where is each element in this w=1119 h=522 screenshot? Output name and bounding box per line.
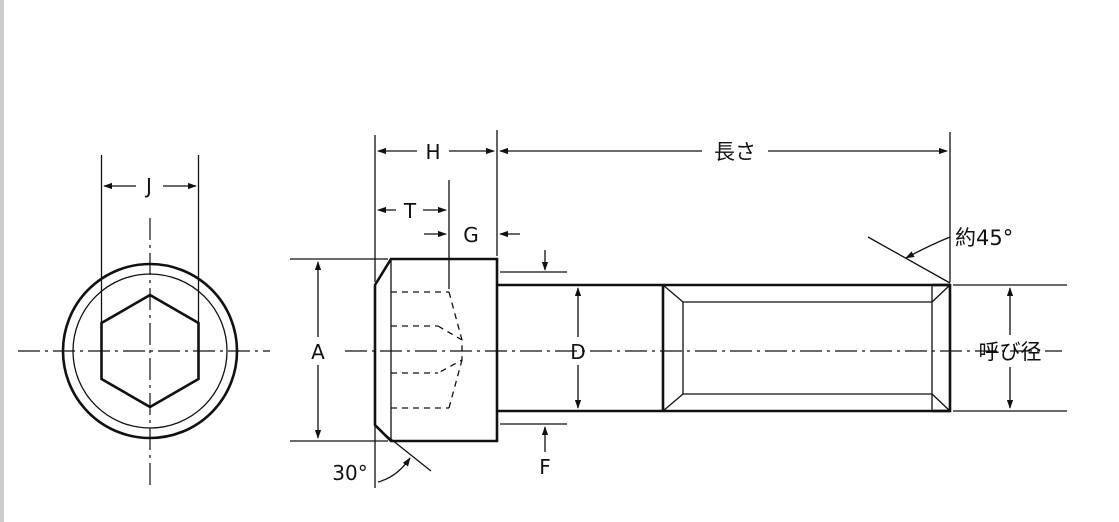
label-f: F <box>539 455 551 479</box>
label-head-angle: 30° <box>332 461 367 485</box>
label-length: 長さ <box>714 140 756 164</box>
chamfer-angle-leader <box>867 236 951 284</box>
chamfer-angle-arc <box>905 236 951 259</box>
screw-head <box>373 257 499 443</box>
screw-end <box>932 283 952 413</box>
label-h: H <box>425 140 440 164</box>
label-nominal-diameter: 呼び径 <box>979 340 1042 364</box>
thread-root-bottom <box>662 393 932 412</box>
label-t: T <box>403 199 417 223</box>
label-chamfer-angle: 約45° <box>955 226 1013 250</box>
socket-hidden-tip <box>448 291 463 409</box>
label-a: A <box>311 340 325 364</box>
label-d: D <box>570 340 585 364</box>
label-g: G <box>463 223 479 247</box>
head-angle-leader <box>376 427 432 472</box>
side-view: H 長さ T G A D F 呼び径 <box>290 130 1067 488</box>
end-view: J <box>18 155 270 490</box>
label-j: J <box>144 174 152 198</box>
page-left-border <box>0 0 4 522</box>
end-chamfer-diagonals <box>931 284 951 412</box>
socket-hidden-cone <box>437 325 463 374</box>
head-angle-arc <box>377 457 411 483</box>
thread-root-top <box>662 284 932 303</box>
